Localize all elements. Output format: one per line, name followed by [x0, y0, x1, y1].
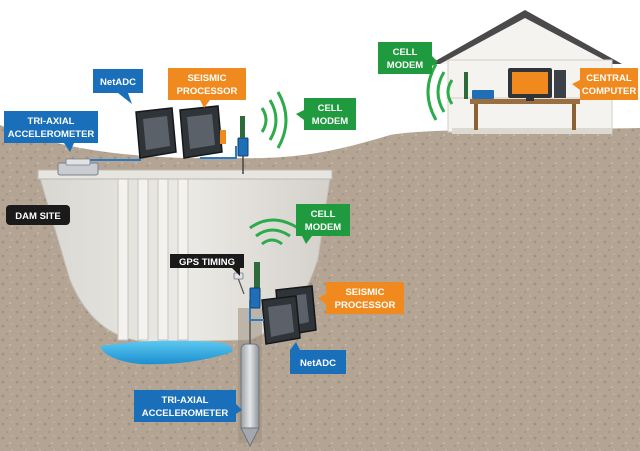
label-cell-modem-house: CELL MODEM	[378, 42, 438, 74]
label-central-computer-line2: COMPUTER	[582, 86, 637, 97]
cell-modem-house-device	[464, 72, 494, 99]
cell-modem-top-device	[237, 116, 249, 174]
label-cell-modem-top-line2: MODEM	[312, 116, 349, 127]
label-seismic-processor-bottom-line1: SEISMIC	[345, 287, 384, 298]
downhole-accelerometer	[240, 300, 260, 448]
label-central-computer: CENTRAL COMPUTER	[572, 68, 638, 100]
computer-desk	[470, 99, 580, 130]
cell-modem-bottom-device	[249, 262, 261, 309]
label-cell-modem-top-line1: CELL	[318, 103, 343, 114]
seismic-processor-top-device	[179, 105, 226, 159]
label-triaxial-bottom-line2: ACCELEROMETER	[142, 408, 229, 419]
signal-waves-top	[260, 91, 288, 149]
label-cell-modem-top: CELL MODEM	[296, 98, 356, 130]
label-netadc-top-text: NetADC	[100, 77, 136, 88]
signal-waves-mid	[249, 218, 299, 246]
label-cell-modem-mid: CELL MODEM	[296, 204, 350, 244]
label-triaxial-top-line2: ACCELEROMETER	[8, 129, 95, 140]
cable-bottom	[249, 308, 264, 321]
label-dam-site-text: DAM SITE	[15, 211, 60, 222]
label-cell-modem-mid-line1: CELL	[311, 209, 336, 220]
signal-waves-house	[426, 63, 454, 121]
central-computer-device	[508, 68, 566, 101]
gps-antenna	[233, 272, 245, 295]
label-triaxial-top-line1: TRI-AXIAL	[28, 116, 75, 127]
label-triaxial-accelerometer-bottom: TRI-AXIAL ACCELEROMETER	[134, 390, 242, 422]
label-seismic-processor-top-line1: SEISMIC	[187, 73, 226, 84]
label-central-computer-line1: CENTRAL	[586, 73, 632, 84]
label-cell-modem-house-line2: MODEM	[387, 60, 424, 71]
label-netadc-bottom-text: NetADC	[300, 358, 336, 369]
label-gps-timing: GPS TIMING	[170, 254, 244, 276]
label-seismic-processor-top-line2: PROCESSOR	[177, 86, 238, 97]
reservoir-water	[100, 340, 233, 365]
label-seismic-processor-top: SEISMIC PROCESSOR	[168, 68, 246, 108]
dam-crest	[37, 169, 333, 180]
label-dam-site: DAM SITE	[6, 205, 70, 225]
label-netadc-top: NetADC	[93, 69, 143, 104]
label-triaxial-accelerometer-top: TRI-AXIAL ACCELEROMETER	[4, 111, 98, 152]
label-cell-modem-house-line1: CELL	[393, 47, 418, 58]
label-netadc-bottom: NetADC	[290, 342, 346, 374]
netadc-top-device	[135, 107, 177, 159]
label-triaxial-bottom-line1: TRI-AXIAL	[162, 395, 209, 406]
netadc-bottom-device	[261, 295, 301, 345]
label-seismic-processor-bottom: SEISMIC PROCESSOR	[318, 282, 404, 314]
label-cell-modem-mid-line2: MODEM	[305, 222, 342, 233]
label-gps-timing-text: GPS TIMING	[179, 257, 235, 268]
label-seismic-processor-bottom-line2: PROCESSOR	[335, 300, 396, 311]
triaxial-accelerometer-top-device	[57, 158, 99, 176]
